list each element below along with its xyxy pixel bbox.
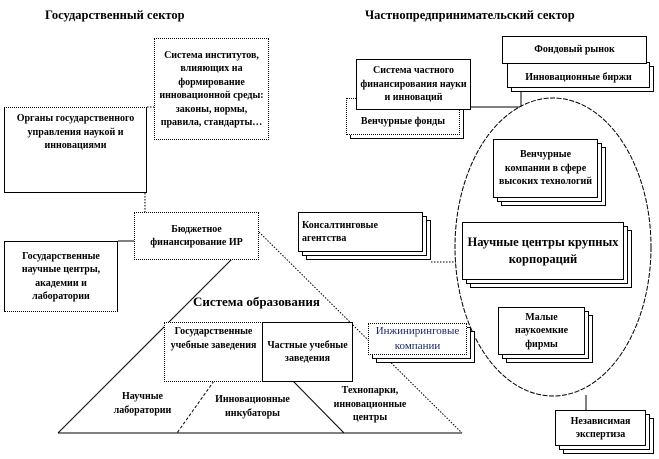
private-education-box: Частные учебные заведения [262, 322, 353, 382]
state-sector-title: Государственный сектор [45, 8, 185, 22]
governance-box: Органы государственного управления науко… [4, 107, 147, 193]
labs-label: Научные лаборатории [113, 391, 172, 416]
institutions-box: Система институтов, влияющих на формиров… [154, 38, 269, 140]
triangle-left-side [57, 231, 260, 434]
stock-market-box: Фондовый рынок [502, 36, 647, 64]
education-system-title: Система образования [193, 294, 320, 309]
divider-left [176, 380, 215, 434]
incubators-label: Инновационные инкубаторы [215, 394, 290, 419]
corporate-research-centers-box: Научные центры крупных корпораций [462, 222, 624, 280]
budget-financing-box: Бюджетное финансирование ИР [134, 212, 259, 260]
state-education-box: Государственные учебные заведения [164, 322, 263, 382]
consulting-agencies-box: Консалтинговые агентства [298, 212, 423, 252]
independent-expertise-box: Независимая экспертиза [555, 410, 646, 446]
technoparks-label: Технопарки, инновационные центры [333, 385, 407, 423]
small-firms-box: Малые наукоемкие фирмы [498, 307, 585, 355]
corporate-sector-ellipse [454, 97, 652, 397]
innovation-exchanges-box: Инновационные биржи [507, 62, 650, 88]
engineering-companies-box: Инжиниринговые компании [368, 323, 467, 355]
private-financing-box: Система частного финансирования науки и … [356, 59, 471, 110]
divider-right [292, 380, 345, 434]
private-sector-title: Частнопредпринимательский сектор [365, 8, 575, 22]
venture-companies-box: Венчурные компании в сфере высоких техно… [493, 139, 598, 198]
triangle-right-side [258, 231, 463, 434]
state-research-centers-box: Государственные научные центры, академии… [4, 241, 118, 312]
